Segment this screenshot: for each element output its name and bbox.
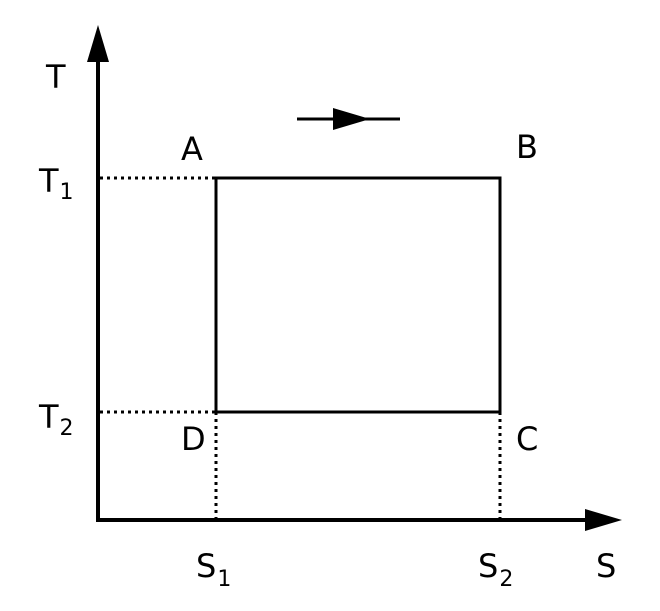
t1-main: T	[38, 162, 59, 200]
arrow-right-icon	[297, 108, 400, 130]
s1-label: S1	[196, 547, 231, 592]
corner-d-label: D	[181, 420, 206, 458]
corner-a-label: A	[181, 130, 203, 168]
y-axis-arrowhead	[87, 25, 109, 62]
y-axis-label: T	[45, 58, 66, 96]
cycle-rectangle	[214, 176, 502, 414]
axes	[87, 25, 622, 531]
t2-subscript: 2	[60, 416, 74, 441]
corner-c-label: C	[516, 420, 538, 458]
t2-label: T2	[38, 398, 74, 441]
guide-lines	[100, 176, 502, 520]
t1-label: T1	[38, 162, 74, 205]
t1-subscript: 1	[60, 180, 74, 205]
s1-main: S	[196, 547, 216, 585]
x-axis-arrowhead	[585, 509, 622, 531]
corner-b-label: B	[516, 128, 538, 166]
x-axis-label: S	[596, 547, 616, 585]
s2-subscript: 2	[499, 567, 513, 592]
s2-main: S	[478, 547, 498, 585]
s2-label: S2	[478, 547, 513, 592]
t2-main: T	[38, 398, 59, 436]
s1-subscript: 1	[217, 567, 231, 592]
direction-arrow-head	[333, 108, 370, 130]
